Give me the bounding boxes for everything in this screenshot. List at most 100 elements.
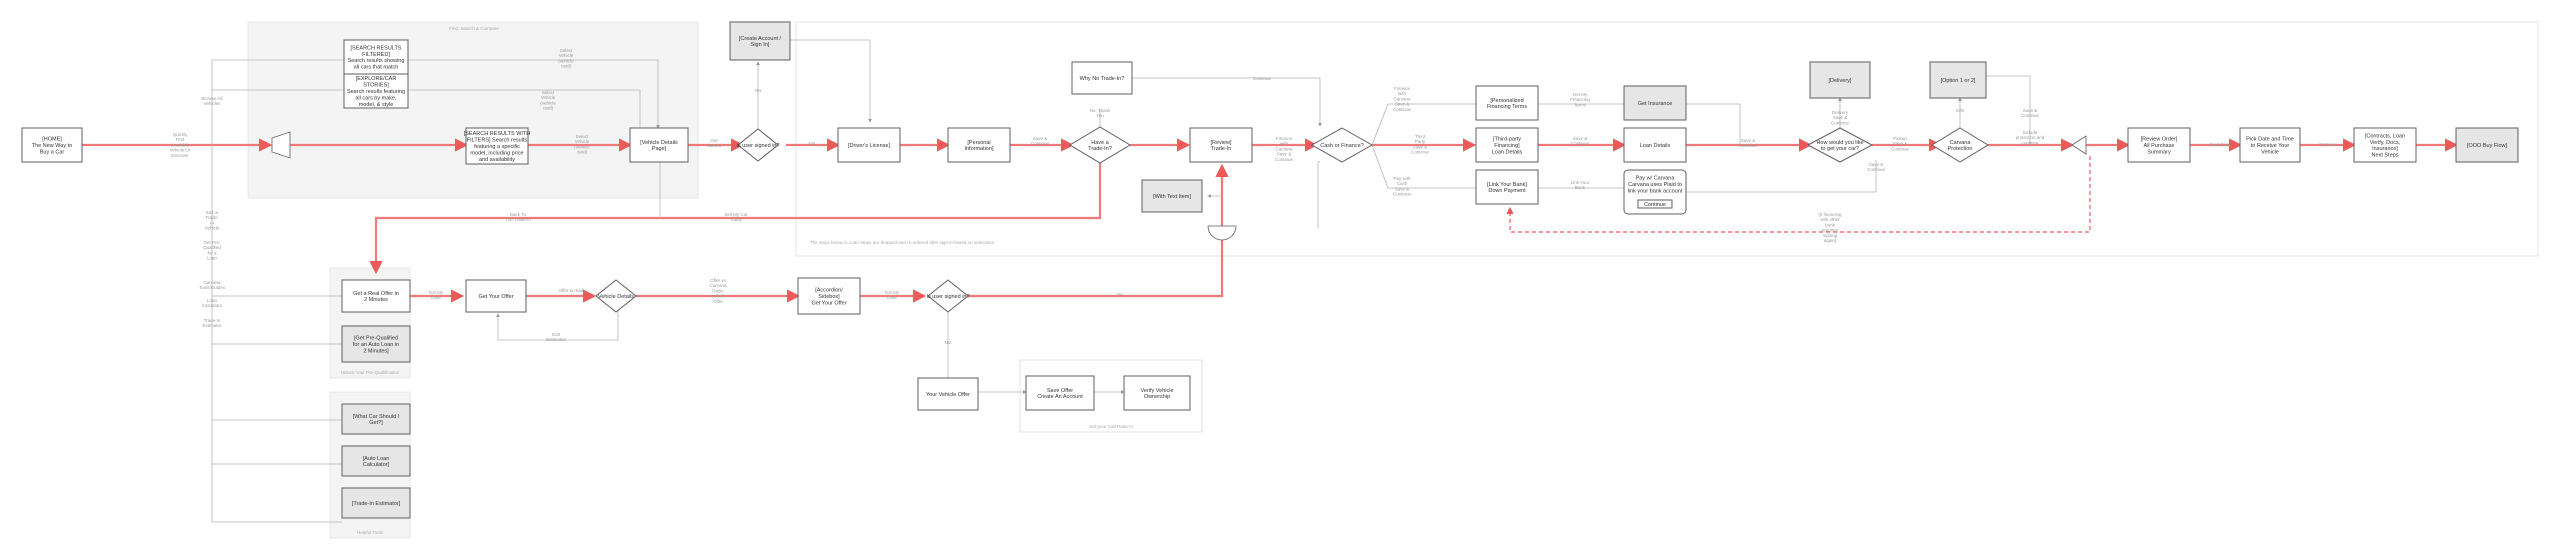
dashed-return-edge xyxy=(1506,156,2091,233)
why-trade-label: Why No Trade-In? xyxy=(1080,76,1125,82)
cash-finance-label: Cash or Finance? xyxy=(1320,143,1363,149)
svg-text:Not: Not xyxy=(808,141,816,146)
your-vehicle-offer-label: Your Vehicle Offer xyxy=(926,392,970,398)
node-link-bank[interactable]: [Link Your Bank]Down Payment xyxy=(1475,169,1539,205)
carvana-loan-continue-button[interactable] xyxy=(1637,199,1673,209)
decision-is-user-signed-in: Is user signed in? xyxy=(736,128,780,162)
svg-text:Sell your Car/Trade-In: Sell your Car/Trade-In xyxy=(1089,424,1134,429)
svg-text:Save &Continue: Save &Continue xyxy=(1739,138,1758,148)
svg-text:Find, Search & Compare: Find, Search & Compare xyxy=(449,26,499,31)
node-your-vehicle-offer[interactable]: Your Vehicle Offer xyxy=(917,377,979,411)
node-ooo-buy-flow[interactable]: [OOO Buy Flow] xyxy=(2455,127,2519,163)
is-user-signed-in-label: Is user signed in? xyxy=(736,143,779,149)
node-review-trade[interactable]: [Review]Trade-In xyxy=(1189,127,1253,163)
svg-text:Save &Continue: Save &Continue xyxy=(1867,162,1886,172)
accordion-label: [Accordion/Sidebox]Get Your Offer xyxy=(811,288,846,307)
carvana-loan-continue-label: Continue xyxy=(1644,202,1666,208)
node-delivery[interactable]: [Delivery] xyxy=(1809,61,1871,99)
merge-funnel-left xyxy=(271,131,291,159)
option-1-or-2-label: [Option 1 or 2] xyxy=(1941,78,1976,84)
svg-text:The steps below in Loan Steps: The steps below in Loan Steps are droppe… xyxy=(810,240,995,245)
svg-text:Continue: Continue xyxy=(1253,76,1272,81)
drivers-license-label: [Driver's License] xyxy=(848,143,890,149)
node-drivers-license[interactable]: [Driver's License] xyxy=(837,127,901,163)
node-vin-text[interactable]: [With Text Item] xyxy=(1141,179,1203,213)
svg-text:Edit: Edit xyxy=(1956,108,1965,113)
node-get-offer[interactable]: Get Your Offer xyxy=(465,279,527,313)
node-get-insurance[interactable]: Get Insurance xyxy=(1623,85,1687,121)
decision-cash-finance: Cash or Finance? xyxy=(1310,127,1374,163)
decision-vehicle-details-d: Vehicle Details xyxy=(595,279,637,313)
node-create-account[interactable]: [Create Account /Sign In] xyxy=(729,21,791,61)
svg-text:Yes: Yes xyxy=(754,88,762,93)
node-accordion[interactable]: [Accordion/Sidebox]Get Your Offer xyxy=(797,277,861,315)
trade-in-est-label: [Trade-In Estimator] xyxy=(352,501,401,507)
merge-funnel-right xyxy=(2071,135,2087,155)
svg-text:Save &Continue: Save &Continue xyxy=(1031,136,1050,146)
svg-text:Continue: Continue xyxy=(2319,142,2338,147)
svg-text:Yes: Yes xyxy=(1116,292,1124,297)
node-why-trade[interactable]: Why No Trade-In? xyxy=(1071,61,1133,95)
svg-text:Unlock Your Pre-Qualification: Unlock Your Pre-Qualification xyxy=(341,370,400,375)
node-trade-in-est[interactable]: [Trade-In Estimator] xyxy=(341,487,411,519)
node-loan-details[interactable]: Loan Details xyxy=(1623,127,1687,163)
secondary-edges xyxy=(211,39,2031,523)
vehicle-details-d-label: Vehicle Details xyxy=(598,294,634,300)
node-option-1-or-2[interactable]: [Option 1 or 2] xyxy=(1929,61,1987,99)
ooo-buy-flow-label: [OOO Buy Flow] xyxy=(2467,143,2508,149)
